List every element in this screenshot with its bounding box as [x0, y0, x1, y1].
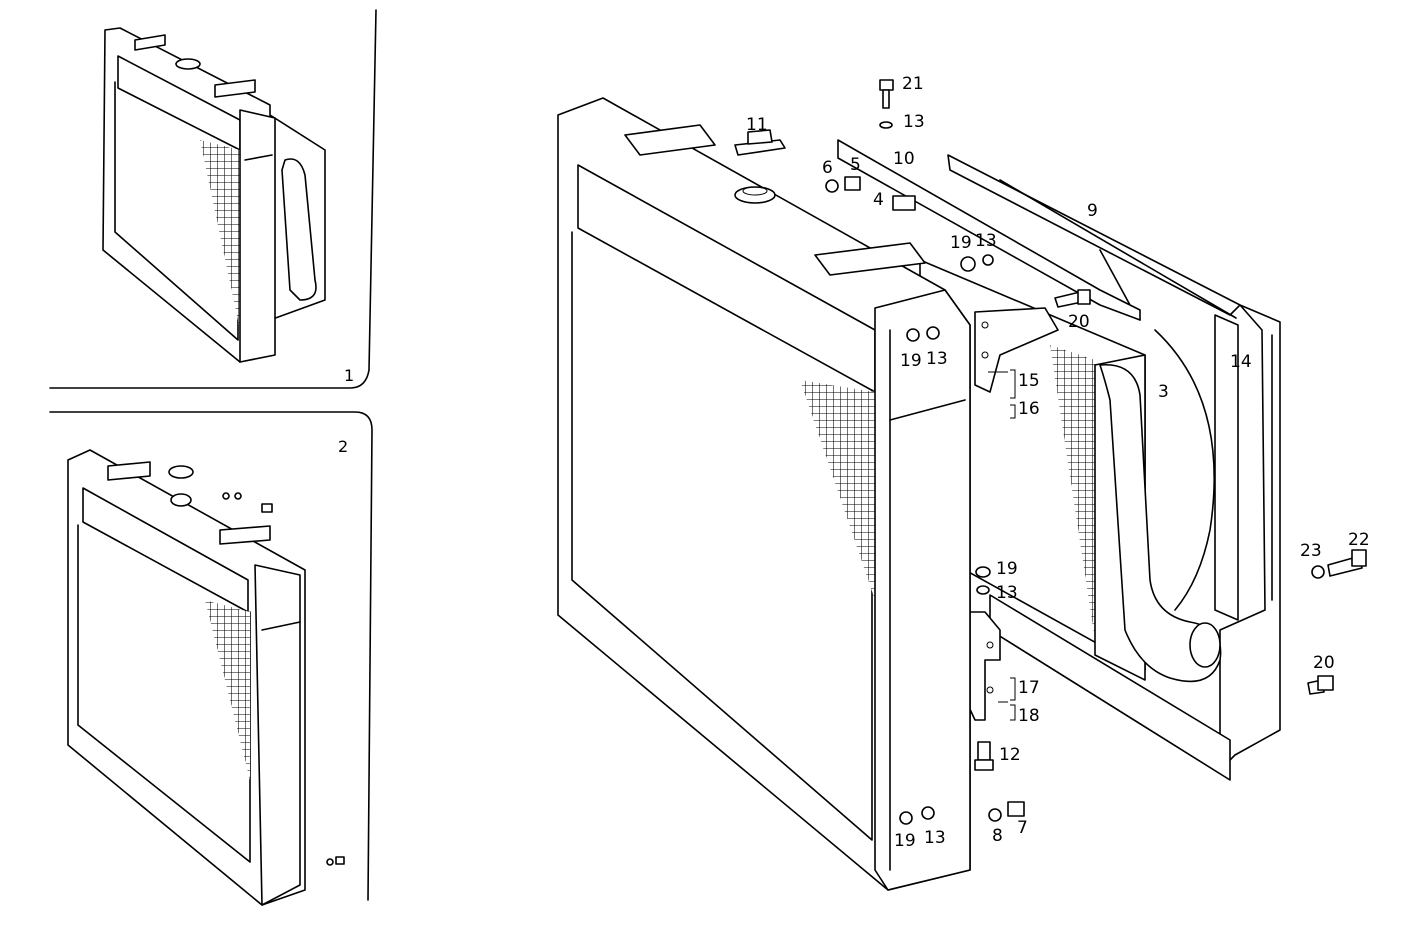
- callout-3: 3: [1158, 382, 1169, 402]
- callout-5: 5: [850, 155, 861, 175]
- callout-17: 17: [1018, 678, 1040, 698]
- callout-20-lower: 20: [1313, 653, 1335, 673]
- callout-18: 18: [1018, 706, 1040, 726]
- callout-16: 16: [1018, 399, 1040, 419]
- callout-9: 9: [1087, 201, 1098, 221]
- filler-neck: [734, 186, 776, 204]
- callout-13-frame-lower: 13: [924, 828, 946, 848]
- inset-1-label: 1: [344, 366, 354, 385]
- callout-19-upper: 19: [950, 233, 972, 253]
- hose-pipe: [1099, 364, 1222, 683]
- callout-14: 14: [1230, 352, 1252, 372]
- bracket-lower: [967, 611, 1001, 721]
- inset-2-frame: [49, 411, 373, 901]
- inset-1-radiator: [102, 27, 326, 363]
- callout-20-upper: 20: [1068, 312, 1090, 332]
- inset-2-label: 2: [338, 437, 348, 456]
- callout-10: 10: [893, 149, 915, 169]
- callout-19-frame-lower: 19: [894, 831, 916, 851]
- callout-11: 11: [746, 115, 768, 135]
- callout-19-frame-upper: 19: [900, 351, 922, 371]
- radiator-cap: [734, 129, 786, 156]
- top-straps: [624, 124, 926, 276]
- inset-2-radiator: [67, 449, 345, 906]
- fasteners: [825, 79, 1367, 825]
- callout-23: 23: [1300, 541, 1322, 561]
- top-bar-10: [837, 139, 1141, 321]
- leader-lines: [988, 369, 1016, 721]
- callout-15: 15: [1018, 371, 1040, 391]
- callout-6: 6: [822, 158, 833, 178]
- callout-22: 22: [1348, 530, 1370, 550]
- inset-1-frame: [49, 9, 377, 389]
- callout-7: 7: [1017, 818, 1028, 838]
- callout-13-top: 13: [903, 112, 925, 132]
- callout-13-mid: 13: [996, 583, 1018, 603]
- bracket-upper: [974, 307, 1059, 393]
- callout-13-upper: 13: [975, 231, 997, 251]
- callout-13-frame-upper: 13: [926, 349, 948, 369]
- callout-8: 8: [992, 826, 1003, 846]
- callout-21: 21: [902, 74, 924, 94]
- fan-shroud-arc: [1154, 329, 1215, 611]
- callout-4: 4: [873, 190, 884, 210]
- side-panel-14: [1214, 314, 1239, 621]
- callout-19-mid: 19: [996, 559, 1018, 579]
- callout-12: 12: [999, 745, 1021, 765]
- main-frame: [557, 97, 971, 891]
